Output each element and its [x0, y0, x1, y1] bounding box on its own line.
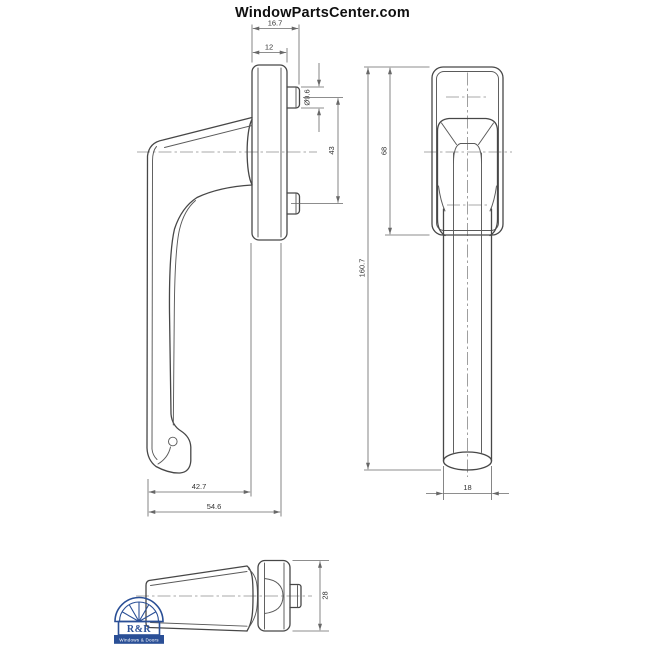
- logo-tagline-bar: [114, 635, 164, 644]
- handle-front-edge-line: [151, 146, 158, 460]
- page-title: WindowPartsCenter.com: [235, 5, 410, 21]
- side-dimensions: 16.7 12 Ø9.6 43 42.7 54.6: [147, 19, 343, 517]
- handle-side-outline: [146, 116, 253, 474]
- dim-label-backplate-width: 28: [321, 591, 330, 599]
- grip-bottom-outline: [145, 565, 248, 632]
- handle-inner-edge-line: [172, 200, 196, 426]
- front-extension-lines: [364, 66, 441, 471]
- top-fixing-pin: [286, 86, 301, 109]
- grip-front-sides: [442, 208, 493, 462]
- top-extension-lines: [251, 24, 300, 85]
- bottom-dimensions: 28: [292, 560, 330, 632]
- grip-width-extension-lines: [443, 466, 492, 500]
- side-view: 16.7 12 Ø9.6 43 42.7 54.6: [137, 19, 343, 517]
- handle-neck-joint-arc: [246, 118, 253, 186]
- handle-foot-detail-circle: [168, 436, 178, 447]
- logo-arch-window-icon: [114, 596, 164, 623]
- bottom-view: 28: [136, 559, 330, 632]
- dim-label-grip-width: 18: [463, 483, 471, 492]
- pin-bottom-view: [289, 583, 302, 609]
- logo-tagline: Windows & Doors: [119, 637, 159, 642]
- grip-face-edge-lines: [453, 152, 482, 453]
- spindle-dome-arc: [264, 578, 284, 614]
- backplate-width-extension-lines: [292, 560, 329, 632]
- neck-bottom-curve-outer: [246, 565, 254, 632]
- pin-extension-lines: [301, 86, 324, 109]
- dim-label-handle-reach: 42.7: [192, 482, 207, 491]
- logo-initials: R&R: [127, 624, 152, 635]
- dim-label-backplate-total-depth: 16.7: [268, 19, 283, 28]
- dim-label-backplate-depth: 12: [265, 43, 273, 52]
- grip-shoulder-outline: [436, 117, 499, 237]
- backplate-side-outline: [251, 64, 288, 241]
- backplate-bottom-inner-lines: [264, 562, 285, 630]
- bottom-extension-lines: [147, 243, 282, 517]
- grip-collar-top: [453, 143, 482, 164]
- dim-label-total-depth: 54.6: [207, 502, 222, 511]
- dim-label-rosette-height: 68: [380, 147, 389, 155]
- grip-bottom-inner-lines: [150, 571, 248, 627]
- handle-foot-arc: [157, 446, 171, 465]
- handle-neck-inner-line: [164, 125, 253, 148]
- screw-centre-extension-lines: [291, 97, 343, 204]
- backplate-front-outline: [431, 66, 504, 236]
- grip-chamfer-lines: [441, 122, 494, 145]
- backplate-bottom-outline: [257, 559, 291, 632]
- logo: R&R Windows & Doors: [114, 596, 164, 644]
- front-view: 68 160.7 18: [358, 66, 512, 500]
- dim-label-total-length: 160.7: [358, 259, 367, 278]
- grip-end-ellipse: [442, 451, 493, 471]
- grip-shoulder-taper-lines: [438, 185, 497, 212]
- backplate-front-inner-outline: [436, 71, 499, 231]
- logo-window-spokes-icon: [121, 602, 157, 622]
- dim-label-screw-centres: 43: [327, 146, 336, 154]
- front-dimensions: 68 160.7 18: [358, 66, 509, 500]
